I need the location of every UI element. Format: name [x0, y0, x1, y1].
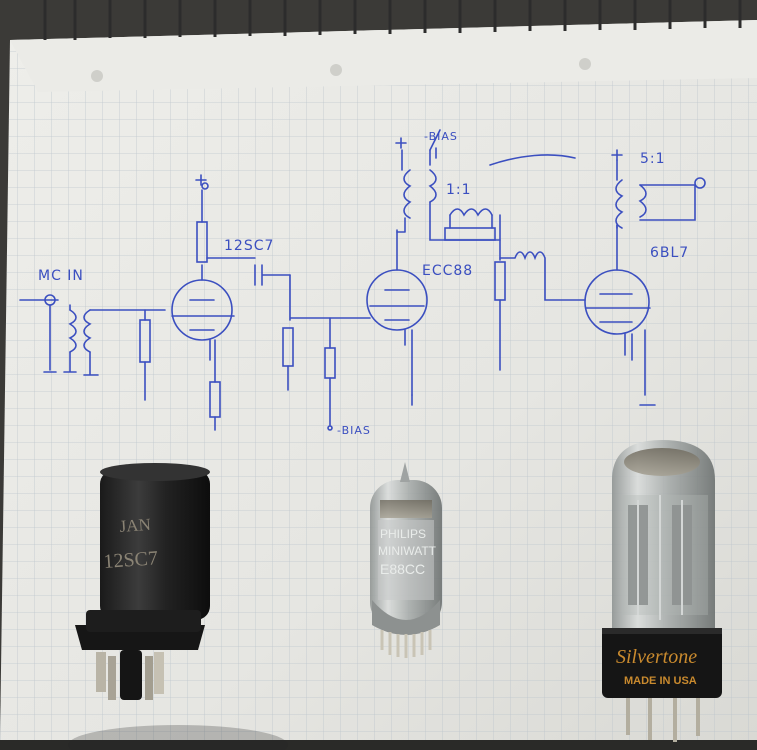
- label-tube2: ECC88: [422, 263, 473, 279]
- tube2-print-line1: PHILIPS: [380, 527, 426, 541]
- schematic-drawing: [19, 129, 706, 431]
- label-bias-top: -BIAS: [424, 130, 458, 143]
- tube3-brand: Silvertone: [616, 646, 697, 668]
- tube1-print-line2: 12SC7: [103, 547, 159, 573]
- spiral-binding: [43, 0, 742, 40]
- tube-12sc7: JAN 12SC7: [68, 463, 288, 750]
- tube2-print-line3: E88CC: [380, 561, 425, 577]
- tube-6bl7: Silvertone MADE IN USA: [602, 440, 722, 742]
- tube3-made: MADE IN USA: [624, 675, 697, 687]
- label-tube1: 12SC7: [224, 238, 274, 254]
- label-bias-bottom: -BIAS: [337, 424, 371, 437]
- tube2-print-line2: MINIWATT: [378, 544, 437, 558]
- tube-e88cc: PHILIPS MINIWATT E88CC: [370, 462, 442, 658]
- label-mc-in: MC IN: [38, 268, 84, 284]
- tube1-print-line1: JAN: [119, 515, 151, 536]
- label-ratio-1: 1:1: [446, 182, 472, 198]
- label-ratio-2: 5:1: [640, 151, 666, 167]
- label-tube3: 6BL7: [650, 245, 689, 261]
